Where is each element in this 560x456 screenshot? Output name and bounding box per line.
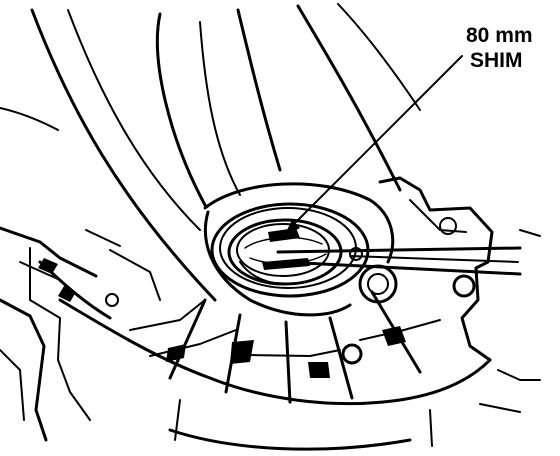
bearing-bore [203, 182, 395, 317]
callout-part-label: SHIM [470, 49, 523, 72]
upper-housing-lines [0, 3, 421, 302]
pry-tool [276, 246, 522, 276]
right-edge-frame [479, 229, 541, 413]
left-case-section [0, 226, 161, 442]
callout-size-label: 80 mm [466, 24, 533, 47]
shim-callout-leader [284, 55, 463, 236]
case-flange [38, 176, 494, 451]
